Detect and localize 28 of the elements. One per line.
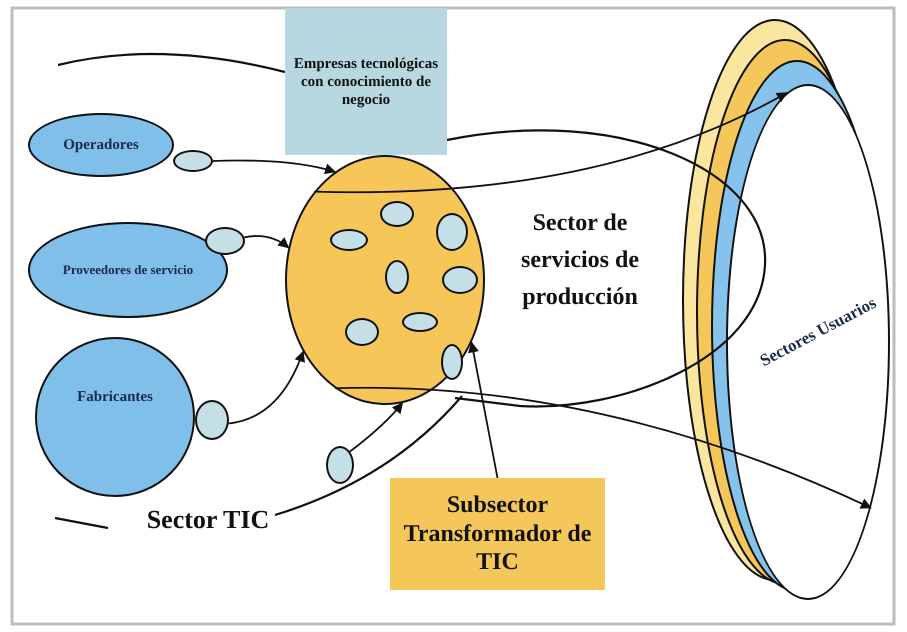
subsector-box — [390, 478, 605, 590]
company-oval — [436, 213, 468, 251]
company-oval — [205, 227, 245, 255]
company-oval — [326, 446, 354, 484]
company-oval — [441, 344, 463, 380]
company-oval — [330, 229, 368, 251]
node-label: Fabricantes — [77, 388, 153, 406]
sector-label: Sector TIC — [146, 504, 270, 536]
arrow — [335, 386, 872, 509]
company-oval — [385, 260, 409, 294]
company-oval — [442, 266, 478, 294]
company-oval — [173, 150, 213, 172]
company-box — [285, 8, 447, 155]
arrow — [228, 350, 305, 424]
arrow — [212, 160, 336, 174]
arrow — [314, 92, 788, 194]
company-oval — [345, 318, 379, 346]
company-oval — [195, 400, 229, 440]
company-oval — [402, 312, 438, 332]
arrow — [468, 341, 498, 478]
node-label: Operadores — [63, 136, 139, 154]
arrow — [349, 402, 404, 452]
arrow — [244, 235, 290, 248]
company-oval — [380, 201, 414, 227]
node-label: Empresas tecnológicas con conocimiento de negocio — [292, 54, 440, 108]
sector-label: Sector de servicios de producción — [520, 209, 640, 312]
node-label: Subsector Transformador de TIC — [402, 490, 592, 578]
node-label: Proveedores de servicio — [62, 262, 194, 278]
